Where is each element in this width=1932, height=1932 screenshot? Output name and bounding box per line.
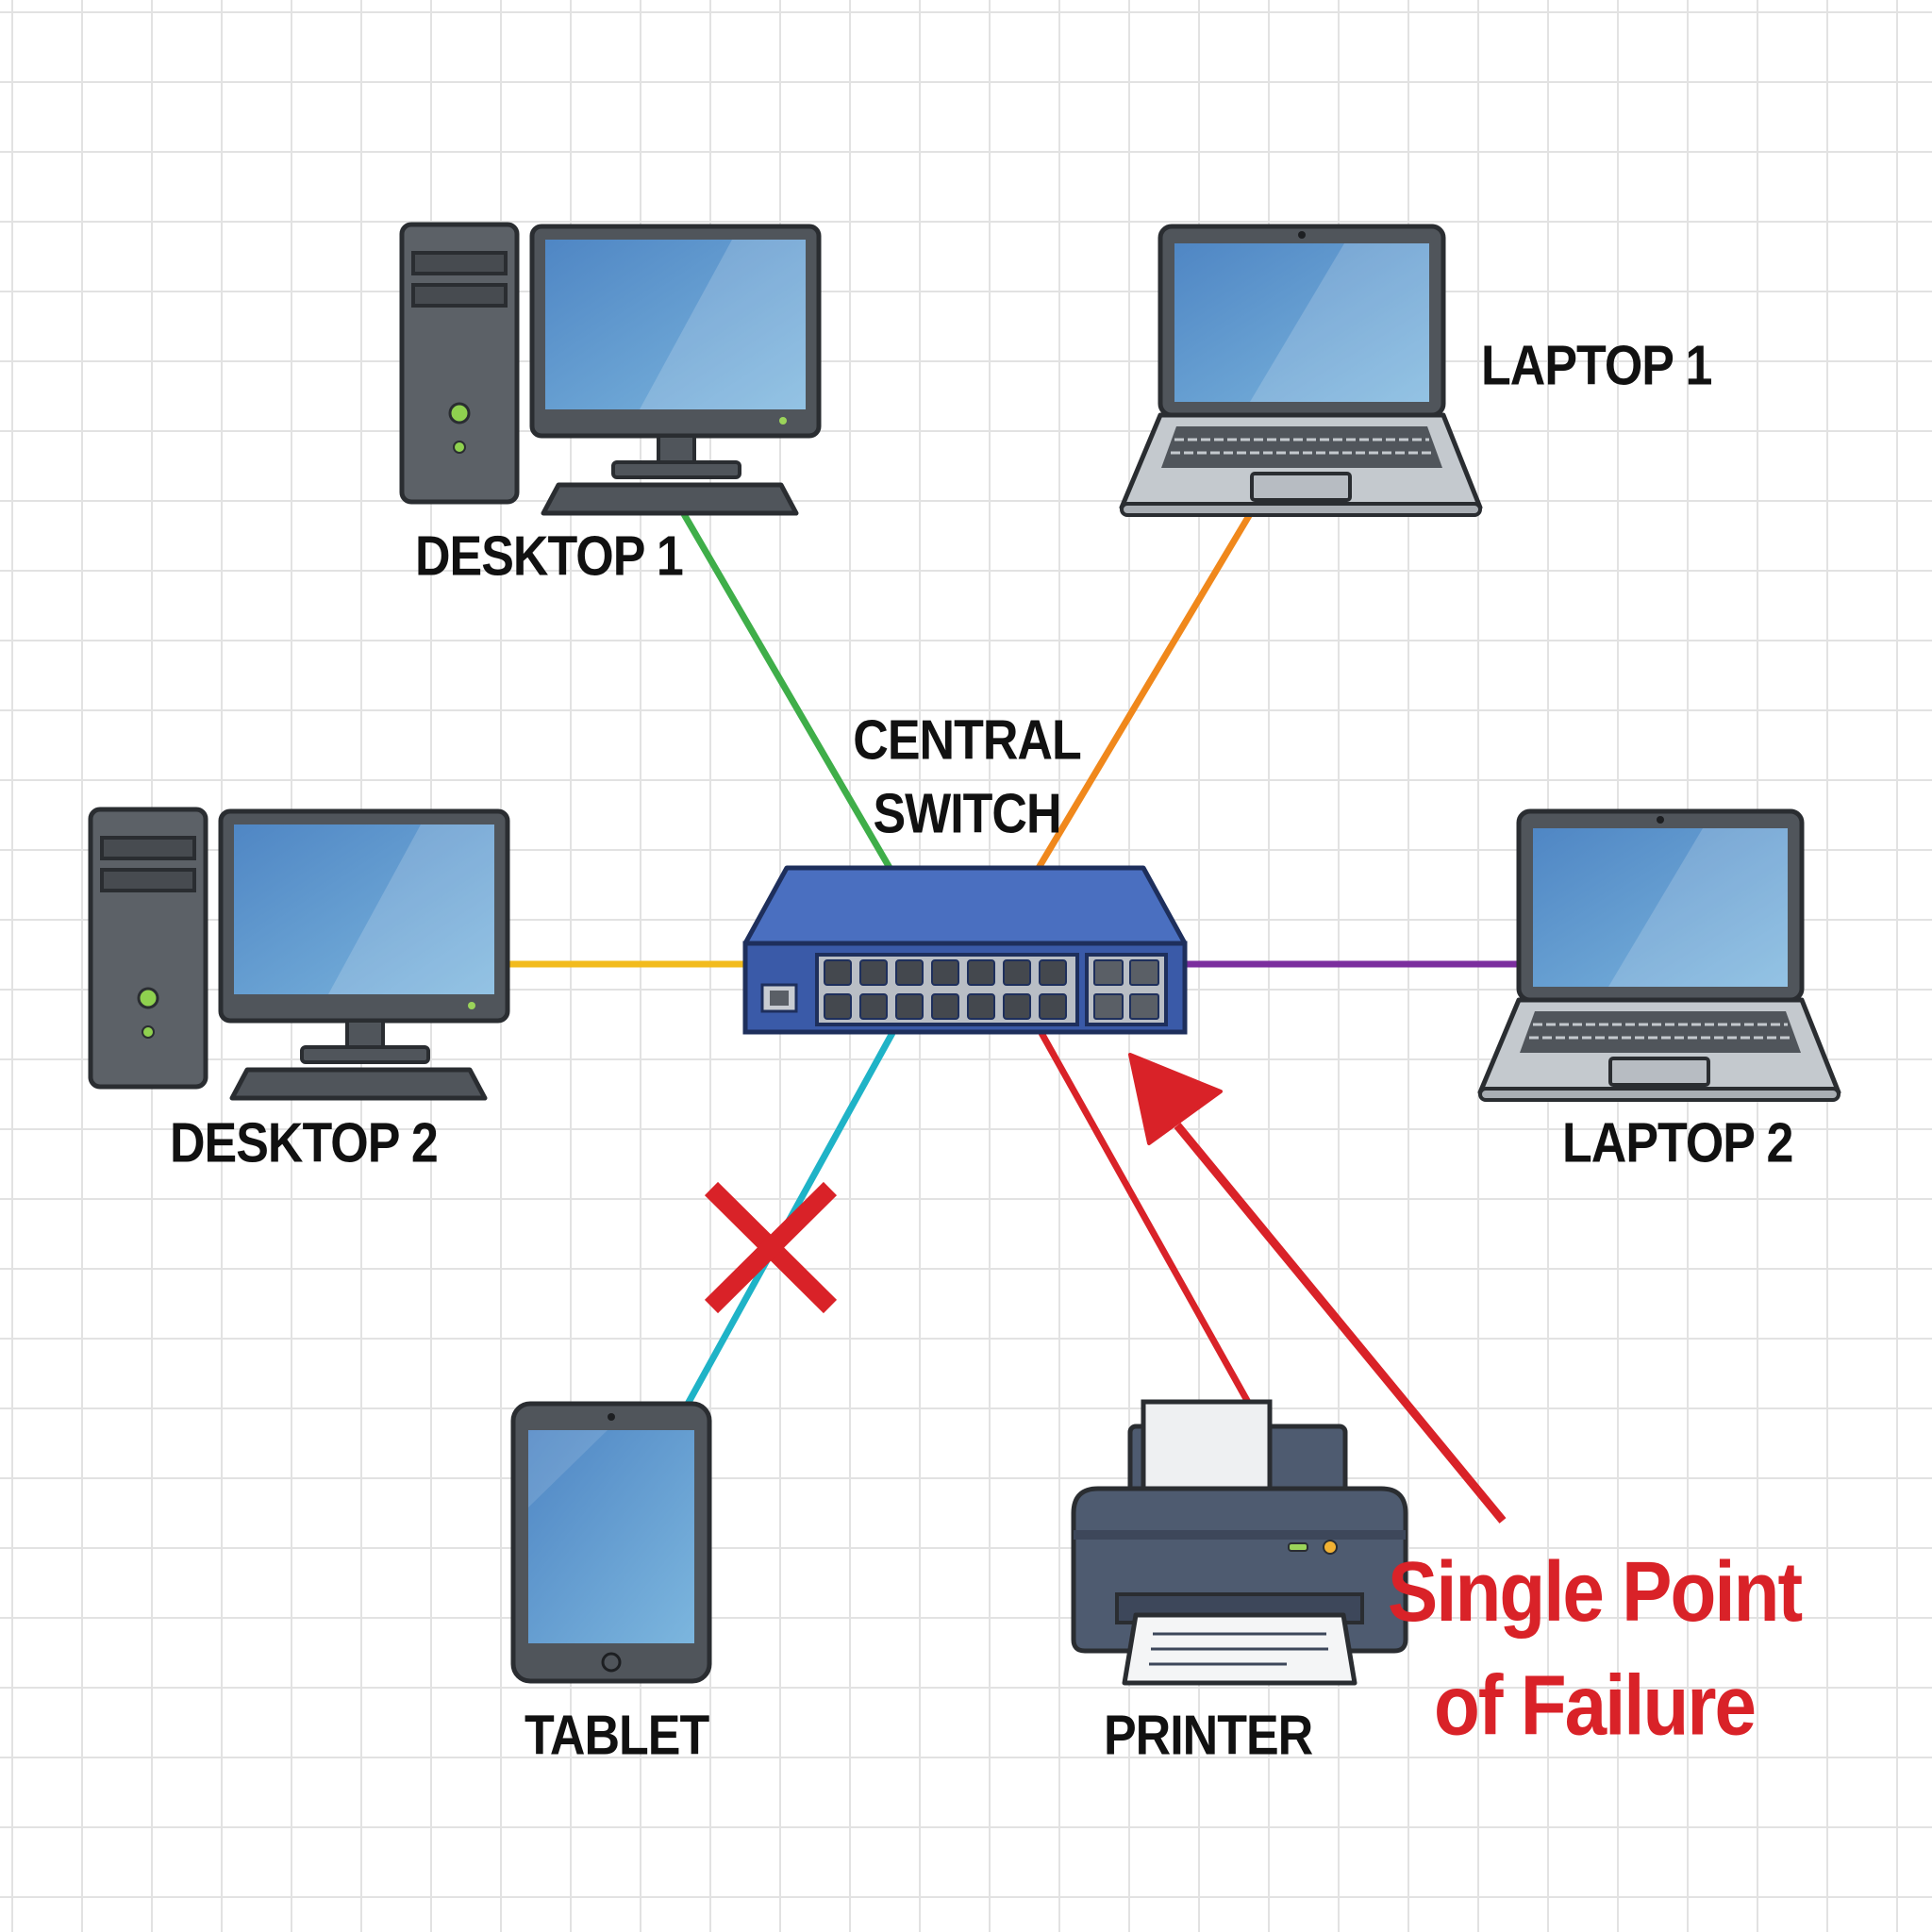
link-printer bbox=[1038, 1031, 1254, 1407]
tablet-icon bbox=[510, 1401, 712, 1684]
desktop-computer-icon bbox=[88, 807, 510, 1101]
label-tablet: TABLET bbox=[525, 1704, 709, 1768]
link-desktop-1 bbox=[680, 512, 896, 874]
callout-line-2: of Failure bbox=[1433, 1658, 1757, 1753]
red-arrow-icon bbox=[1128, 1053, 1507, 1524]
laptop-icon bbox=[1477, 808, 1841, 1102]
laptop-icon bbox=[1119, 224, 1483, 517]
label-laptop-1: LAPTOP 1 bbox=[1481, 334, 1712, 398]
desktop-computer-icon bbox=[399, 222, 822, 516]
label-printer: PRINTER bbox=[1104, 1704, 1313, 1768]
link-laptop-1 bbox=[1032, 512, 1254, 874]
printer-icon bbox=[1071, 1399, 1408, 1686]
switch-label: CENTRAL SWITCH bbox=[830, 704, 1104, 851]
label-desktop-1: DESKTOP 1 bbox=[415, 525, 684, 589]
label-desktop-2: DESKTOP 2 bbox=[170, 1111, 439, 1175]
label-laptop-2: LAPTOP 2 bbox=[1562, 1111, 1793, 1175]
network-switch-icon bbox=[742, 865, 1188, 1035]
callout-line-1: Single Point bbox=[1387, 1544, 1803, 1639]
switch-label-line-2: SWITCH bbox=[873, 782, 1061, 846]
switch-label-line-1: CENTRAL bbox=[853, 708, 1081, 773]
single-point-of-failure-callout: Single Point of Failure bbox=[1358, 1535, 1830, 1763]
red-x-icon bbox=[704, 1181, 838, 1314]
